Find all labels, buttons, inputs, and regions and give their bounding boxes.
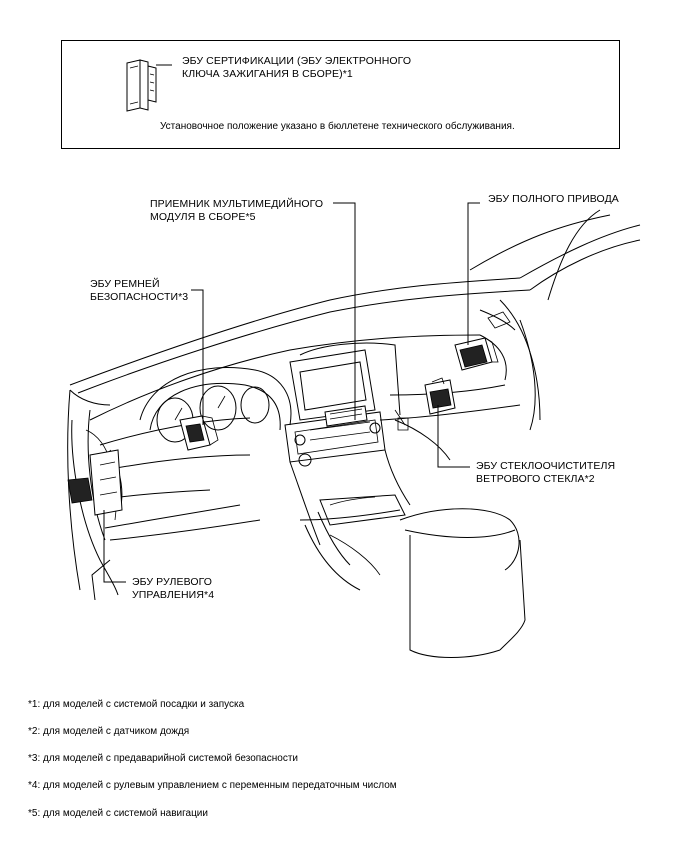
steering-ecu-part xyxy=(67,449,123,516)
multimedia-line-1: ПРИЕМНИК МУЛЬТИМЕДИЙНОГО xyxy=(150,198,324,210)
wiper-leader xyxy=(437,405,470,468)
certification-ecu-label: ЭБУ СЕРТИФИКАЦИИ (ЭБУ ЭЛЕКТРОННОГО КЛЮЧА… xyxy=(182,55,411,81)
footnote-1: *1: для моделей с системой посадки и зап… xyxy=(28,699,245,710)
certification-ecu-icon xyxy=(126,59,157,112)
steering-line-2: УПРАВЛЕНИЯ*4 xyxy=(132,589,215,601)
steering-leader xyxy=(103,510,126,583)
four-wheel-drive-leader xyxy=(467,202,480,345)
wiper-ecu-part xyxy=(424,377,456,415)
multimedia-label: ПРИЕМНИК МУЛЬТИМЕДИЙНОГО МОДУЛЯ В СБОРЕ*… xyxy=(150,198,323,224)
certification-ecu-box xyxy=(61,40,620,149)
certification-ecu-line-1: ЭБУ СЕРТИФИКАЦИИ (ЭБУ ЭЛЕКТРОННОГО xyxy=(182,55,412,67)
multimedia-leader xyxy=(333,202,356,420)
left-door xyxy=(67,389,111,591)
certification-ecu-line-2: КЛЮЧА ЗАЖИГАНИЯ В СБОРЕ)*1 xyxy=(182,68,353,80)
four-wheel-drive-ecu-part xyxy=(454,337,499,371)
seatbelt-label: ЭБУ РЕМНЕЙ БЕЗОПАСНОСТИ*3 xyxy=(90,278,188,304)
seatbelt-line-1: ЭБУ РЕМНЕЙ xyxy=(90,278,160,290)
footnote-2: *2: для моделей с датчиком дождя xyxy=(28,726,190,737)
wiper-line-1: ЭБУ СТЕКЛООЧИСТИТЕЛЯ xyxy=(476,460,616,472)
multimedia-line-2: МОДУЛЯ В СБОРЕ*5 xyxy=(150,211,256,223)
seatbelt-line-2: БЕЗОПАСНОСТИ*3 xyxy=(90,291,189,303)
footnote-4: *4: для моделей с рулевым управлением с … xyxy=(28,780,397,791)
car-body-outline xyxy=(69,209,641,431)
center-console xyxy=(284,349,526,658)
steering-label: ЭБУ РУЛЕВОГО УПРАВЛЕНИЯ*4 xyxy=(132,576,214,602)
wiper-label: ЭБУ СТЕКЛООЧИСТИТЕЛЯ ВЕТРОВОГО СТЕКЛА*2 xyxy=(476,460,615,486)
four-wheel-drive-label: ЭБУ ПОЛНОГО ПРИВОДА xyxy=(488,193,619,205)
wiper-line-2: ВЕТРОВОГО СТЕКЛА*2 xyxy=(476,473,595,485)
install-note: Установочное положение указано в бюллете… xyxy=(160,121,515,132)
footnote-5: *5: для моделей с системой навигации xyxy=(28,808,208,819)
footnote-3: *3: для моделей с предаварийной системой… xyxy=(28,753,298,764)
seatbelt-leader xyxy=(191,289,204,425)
steering-line-1: ЭБУ РУЛЕВОГО xyxy=(132,576,213,588)
